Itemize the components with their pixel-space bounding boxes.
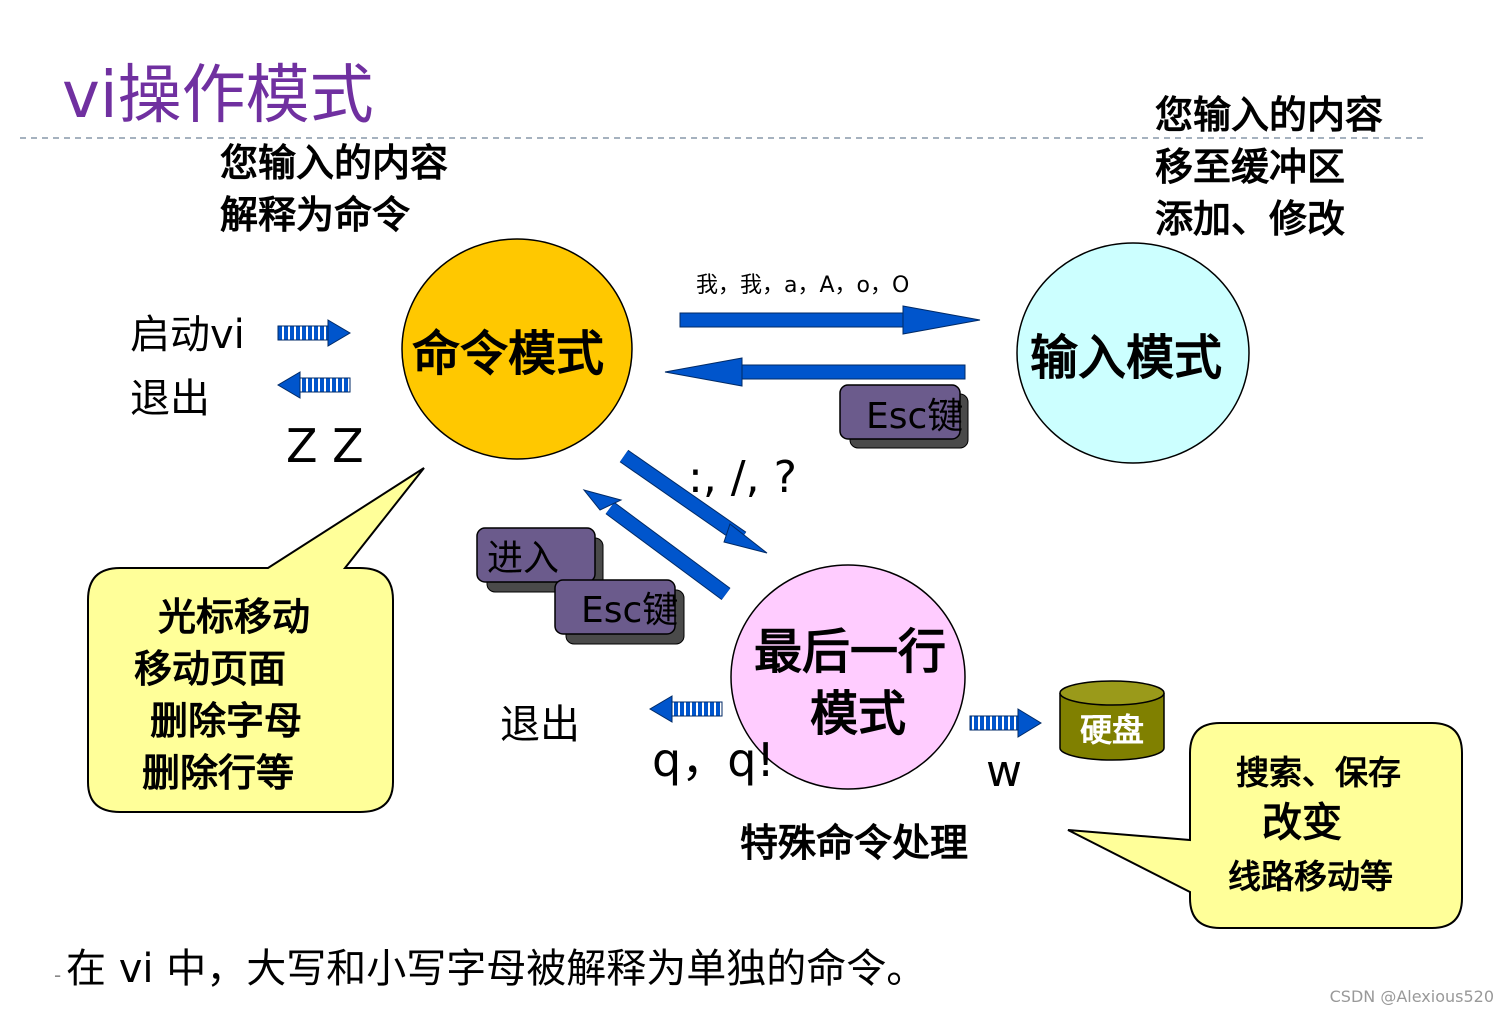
input-desc-line-1: 您输入的内容 [1155, 93, 1383, 137]
input-desc-line-3: 添加、修改 [1155, 197, 1345, 241]
back-to-command-arrow [582, 489, 731, 601]
callout-right-line-1: 搜索、保存 [1236, 753, 1401, 792]
write-key: w [986, 746, 1022, 797]
command-desc-line-1: 您输入的内容 [220, 141, 448, 185]
esc-key-box-1: Esc键 [839, 384, 969, 449]
enter-key-box: 进入 [476, 527, 604, 593]
write-arrow [969, 708, 1042, 738]
input-mode-node: 输入模式 [1016, 242, 1250, 464]
last-line-mode-label-1: 最后一行 [754, 624, 946, 680]
exit-last-line-arrow [649, 695, 723, 723]
esc-key-box-2: Esc键 [554, 579, 685, 645]
callout-left-line-4: 删除行等 [142, 751, 294, 795]
input-desc-line-2: 移至缓冲区 [1155, 145, 1345, 189]
command-desc-line-2: 解释为命令 [220, 193, 411, 237]
callout-left: 光标移动 移动页面 删除字母 删除行等 [87, 467, 425, 813]
last-line-mode-node: 最后一行 模式 [730, 564, 966, 790]
command-mode-label: 命令模式 [412, 326, 604, 382]
zz-keys: Z Z [286, 419, 364, 473]
exit-command-label: 退出 [130, 376, 210, 422]
watermark: CSDN @Alexious520 [1330, 987, 1494, 1006]
start-vi-arrow [277, 319, 351, 347]
callout-left-line-1: 光标移动 [158, 595, 310, 639]
to-input-arrow [679, 305, 981, 335]
quit-keys: q，q! [652, 733, 775, 787]
callout-left-line-2: 移动页面 [134, 647, 286, 691]
callout-right: 搜索、保存 改变 线路移动等 [1067, 722, 1463, 929]
exit-last-line-label: 退出 [500, 702, 580, 748]
page-title: vi操作模式 [62, 59, 374, 133]
footer-bullet: - [54, 963, 61, 987]
disk-label: 硬盘 [1080, 711, 1144, 749]
start-vi-label: 启动vi [130, 312, 245, 358]
to-input-keys: 我，我，a，A，o，O [696, 273, 909, 298]
enter-key-label: 进入 [487, 538, 559, 579]
callout-right-line-2: 改变 [1262, 800, 1342, 846]
exit-command-arrow [277, 371, 351, 399]
disk-icon: 硬盘 [1059, 680, 1165, 761]
callout-left-line-3: 删除字母 [150, 699, 302, 743]
command-mode-node: 命令模式 [401, 238, 633, 460]
last-line-mode-label-2: 模式 [810, 686, 906, 742]
callout-right-line-3: 线路移动等 [1228, 857, 1393, 896]
special-command-label: 特殊命令处理 [740, 821, 968, 865]
to-command-arrow [664, 357, 966, 387]
input-mode-label: 输入模式 [1030, 330, 1222, 386]
esc-key-label-1: Esc键 [866, 396, 963, 437]
footer-note: 在 vi 中，大写和小写字母被解释为单独的命令。 [66, 946, 926, 992]
to-last-line-arrow [619, 449, 768, 554]
esc-key-label-2: Esc键 [581, 590, 678, 631]
colon-keys: :, /, ? [688, 452, 797, 503]
